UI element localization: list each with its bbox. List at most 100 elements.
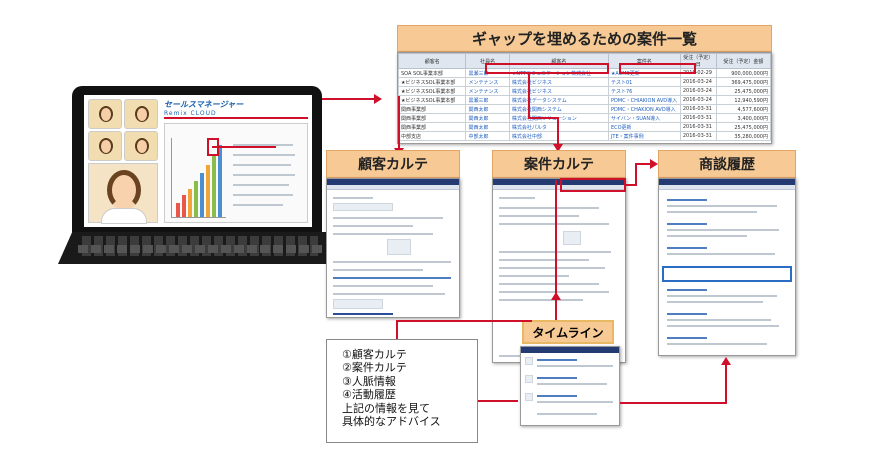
- table-cell-link[interactable]: PDMC・CHAKION AVD導入: [607, 104, 681, 114]
- table-row[interactable]: ★ビジネスSOL事業本部 メンテナンス 株式会社ビジネス テスト76 2016-…: [398, 86, 771, 96]
- table-cell: 2016-03-31: [679, 113, 717, 123]
- table-row[interactable]: 関西事業部 関西太郎 株式会社パルタ ECO更新 2016-03-31 25,4…: [398, 122, 771, 132]
- table-cell-link[interactable]: メンテナンス: [465, 77, 510, 87]
- table-cell: 25,475,000円: [715, 86, 771, 96]
- app-logo-text: セールスマネージャー: [164, 100, 244, 109]
- table-cell: 369,475,000円: [715, 77, 771, 87]
- table-cell: 中部支店: [398, 131, 467, 141]
- table-cell-link[interactable]: 株式会社データシステム: [508, 95, 609, 105]
- column-header: 受注（予定）日: [679, 53, 717, 69]
- laptop-display: セールスマネージャー Remix CLOUD: [84, 95, 312, 227]
- table-cell-link[interactable]: 株式会社ビジネス: [508, 86, 609, 96]
- connector-table-to-project-horizontal: [528, 117, 558, 119]
- table-cell-link[interactable]: 株式会社ビジネス: [508, 77, 609, 87]
- highlight-customer-cell: [485, 63, 609, 74]
- connector-to-history-top: [635, 163, 651, 165]
- gap-list-title: ギャップを埋めるための案件一覧: [397, 25, 772, 52]
- connector-timeline-to-history: [620, 402, 726, 404]
- table-row[interactable]: ★ビジネスSOL事業本部 黒瀬三郎 株式会社データシステム PDMC・CHIAK…: [398, 95, 771, 105]
- column-header: 受注（予定）金額: [715, 53, 771, 69]
- mini-bar-chart: [171, 138, 226, 218]
- timeline-title: タイムライン: [522, 320, 614, 344]
- table-cell-link[interactable]: 株式会社関西システム: [508, 104, 609, 114]
- connector-note-to-customer: [396, 320, 398, 340]
- table-cell-link[interactable]: 黒瀬三郎: [465, 95, 510, 105]
- table-cell: 関西事業部: [398, 104, 467, 114]
- table-cell: SOA SOL事業本部: [398, 68, 467, 78]
- table-cell: 3,400,000円: [715, 113, 771, 123]
- negotiation-history-title: 商談履歴: [658, 150, 796, 178]
- table-cell-link[interactable]: 中部太郎: [465, 131, 510, 141]
- table-cell-link[interactable]: 関西太郎: [465, 122, 510, 132]
- connector-to-customer-card: [398, 96, 400, 154]
- table-row[interactable]: 関西事業部 関西太郎 株式会社関西ソリューション サイバン・SUAN導入 201…: [398, 113, 771, 123]
- table-cell-link[interactable]: 関西太郎: [465, 104, 510, 114]
- table-cell-link[interactable]: メンテナンス: [465, 86, 510, 96]
- connector-to-history-horizontal: [626, 184, 636, 186]
- table-row[interactable]: 関西事業部 関西太郎 株式会社関西システム PDMC・CHAKION AVD導入…: [398, 104, 771, 114]
- table-cell: ★ビジネスSOL事業本部: [398, 86, 467, 96]
- keyboard-keys-row: [78, 245, 322, 253]
- table-cell: 2016-03-31: [679, 104, 717, 114]
- highlight-project-tabs: [560, 178, 626, 192]
- table-cell: 2016-03-24: [679, 95, 717, 105]
- table-cell-link[interactable]: テスト01: [607, 77, 681, 87]
- arrow-right-icon: [374, 94, 382, 104]
- arrow-up-icon: [551, 292, 561, 300]
- connector-table-to-project-vertical: [528, 74, 530, 118]
- connector-to-project-card: [557, 117, 559, 151]
- table-cell: 35,280,000円: [715, 131, 771, 141]
- note-line: ④活動履歴: [342, 388, 396, 402]
- dashboard-preview: [164, 123, 308, 223]
- table-cell: 関西事業部: [398, 113, 467, 123]
- connector-laptop-to-list: [322, 98, 374, 100]
- app-logo-subtext: Remix CLOUD: [164, 110, 217, 117]
- project-card-title: 案件カルテ: [492, 150, 626, 178]
- customer-card-screenshot: [326, 178, 460, 318]
- connector-history-vertical: [725, 362, 727, 404]
- highlight-project-cell: [619, 63, 696, 74]
- participant-avatar: [124, 131, 158, 161]
- table-row[interactable]: ★ビジネスSOL事業本部 メンテナンス 株式会社ビジネス テスト01 2016-…: [398, 77, 771, 87]
- participant-avatar: [88, 99, 122, 129]
- participant-avatar: [124, 99, 158, 129]
- participant-avatar: [88, 131, 122, 161]
- table-cell: 2016-03-24: [679, 86, 717, 96]
- table-cell: ★ビジネスSOL事業本部: [398, 77, 467, 87]
- note-line: ②案件カルテ: [342, 361, 407, 375]
- table-cell: 2016-03-31: [679, 131, 717, 141]
- advice-note: ①顧客カルテ ②案件カルテ ③人脈情報 ④活動履歴 上記の情報を見て 具体的なア…: [326, 339, 478, 443]
- connector-note-top: [396, 320, 532, 322]
- table-cell-link[interactable]: JTE・案件事例: [607, 131, 681, 141]
- table-cell: 2016-03-31: [679, 122, 717, 132]
- connector-laptop-highlight: [212, 146, 276, 148]
- note-line: ③人脈情報: [342, 374, 396, 388]
- connector-note-to-timeline: [478, 400, 518, 402]
- table-cell: 4,577,600円: [715, 104, 771, 114]
- arrow-right-icon: [650, 159, 658, 169]
- connector-note-to-project: [555, 180, 557, 320]
- note-line: ①顧客カルテ: [342, 348, 407, 361]
- table-row[interactable]: 中部支店 中部太郎 株式会社中部 JTE・案件事例 2016-03-31 35,…: [398, 131, 771, 141]
- table-cell-link[interactable]: サイバン・SUAN導入: [607, 113, 681, 123]
- column-header: 顧客名: [398, 53, 467, 69]
- table-cell-link[interactable]: 関西太郎: [465, 113, 510, 123]
- table-cell: 2016-03-24: [679, 77, 717, 87]
- table-cell: 12,940,590円: [715, 95, 771, 105]
- table-cell: 25,475,000円: [715, 122, 771, 132]
- table-cell: 900,000,000円: [715, 68, 771, 78]
- table-cell: 関西事業部: [398, 122, 467, 132]
- table-cell: ★ビジネスSOL事業本部: [398, 95, 467, 105]
- timeline-screenshot: [520, 346, 620, 426]
- highlight-history-entry: [662, 266, 792, 282]
- arrow-down-icon: [553, 144, 563, 152]
- note-line: 具体的なアドバイス: [342, 415, 441, 429]
- table-cell-link[interactable]: テスト76: [607, 86, 681, 96]
- app-logo: セールスマネージャー Remix CLOUD: [164, 99, 243, 117]
- table-cell-link[interactable]: PDMC・CHIAKION AVD導入: [607, 95, 681, 105]
- table-cell-link[interactable]: ECO更新: [607, 122, 681, 132]
- arrow-up-icon: [721, 357, 731, 365]
- connector-to-history-vertical: [635, 163, 637, 186]
- note-line: 上記の情報を見て: [342, 401, 430, 415]
- customer-card-title: 顧客カルテ: [326, 150, 460, 178]
